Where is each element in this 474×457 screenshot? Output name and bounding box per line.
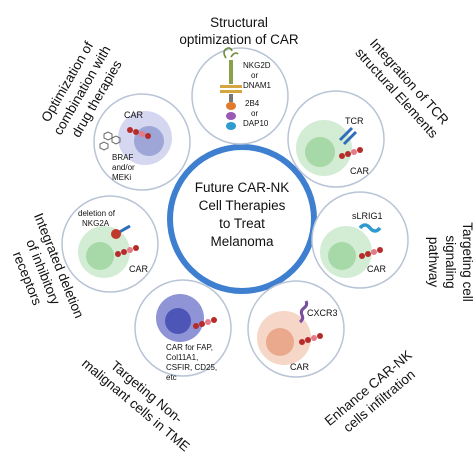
structural-label-line2: optimization of CAR: [179, 32, 299, 47]
nucleus: [305, 137, 335, 167]
car-receptor-icon: [359, 247, 383, 259]
center-ring: [167, 144, 317, 294]
center-title-line1: Future CAR-NK: [195, 180, 290, 195]
tme-car-line3: CSFIR, CD25,: [166, 363, 217, 372]
receptor-a1: NKG2D: [243, 61, 271, 70]
center-title-line4: Melanoma: [210, 234, 274, 249]
receptor-a2: or: [251, 71, 258, 80]
car-receptor-icon: [127, 127, 151, 139]
drug-line3: MEKi: [112, 173, 131, 182]
tcr-car-text: CAR: [350, 166, 370, 176]
nucleus: [165, 308, 191, 334]
strategy-tme: Targeting Non- malignant cells in TME CA…: [79, 279, 232, 454]
signaling-label-line2: signaling: [443, 235, 458, 288]
receptor-b3: DAP10: [243, 119, 269, 128]
car-construct-icon: [220, 47, 242, 130]
tcr-receptor-icon: [338, 126, 358, 146]
receptor-a3: DNAM1: [243, 81, 272, 90]
nkg2a-receptor-icon: [111, 224, 131, 239]
drug-molecule-icon: [99, 131, 121, 151]
signaling-car-text: CAR: [367, 264, 387, 274]
tme-car-line1: CAR for FAP,: [166, 343, 213, 352]
deletion-line2: NKG2A: [82, 219, 110, 228]
nucleus: [328, 242, 356, 270]
signaling-label-line3: pathway: [426, 237, 441, 288]
drug-line2: and/or: [112, 163, 135, 172]
signaling-label-line1: Targeting cell: [460, 222, 474, 302]
strategy-signaling: Targeting cell signaling pathway sLRIG1 …: [311, 191, 474, 302]
cxcr3-text: CXCR3: [307, 308, 338, 318]
car-receptor-icon: [339, 147, 363, 159]
inhibitory-car-text: CAR: [129, 264, 149, 274]
infiltration-car-text: CAR: [290, 362, 310, 372]
strategy-infiltration: Enhance CAR-NK cells infiltration CXCR3 …: [247, 280, 418, 435]
strategy-tcr: Integration of TCR structural Elements T…: [287, 36, 452, 188]
car-receptor-icon: [299, 333, 323, 345]
tcr-text: TCR: [345, 116, 364, 126]
center-title-line2: Cell Therapies: [199, 198, 286, 213]
drug-line1: BRAF: [112, 153, 133, 162]
strategy-combination: Optimization of combination with drug th…: [38, 39, 191, 191]
receptor-b2: or: [251, 109, 258, 118]
structural-circle: [191, 47, 289, 145]
cxcr3-icon: [299, 300, 309, 324]
slrig1-icon: [358, 223, 382, 233]
car-receptor-icon: [115, 245, 139, 257]
combination-car-text: CAR: [124, 110, 144, 120]
car-receptor-icon: [193, 317, 217, 329]
tme-car-line4: etc: [166, 373, 177, 382]
tme-car-line2: Col11A1,: [166, 353, 198, 362]
structural-label-line1: Structural: [210, 15, 268, 30]
nucleus: [266, 328, 294, 356]
deletion-line1: deletion of: [78, 209, 116, 218]
slrig1-text: sLRIG1: [352, 211, 383, 221]
center-node: Future CAR-NK Cell Therapies to Treat Me…: [167, 144, 317, 294]
center-title-line3: to Treat: [219, 216, 265, 231]
nucleus: [86, 242, 114, 270]
strategy-inhibitory: Integrated deletion of inhibitory recept…: [10, 195, 159, 320]
receptor-b1: 2B4: [245, 99, 260, 108]
strategy-structural: Structural optimization of CAR NKG2D or …: [179, 15, 299, 145]
